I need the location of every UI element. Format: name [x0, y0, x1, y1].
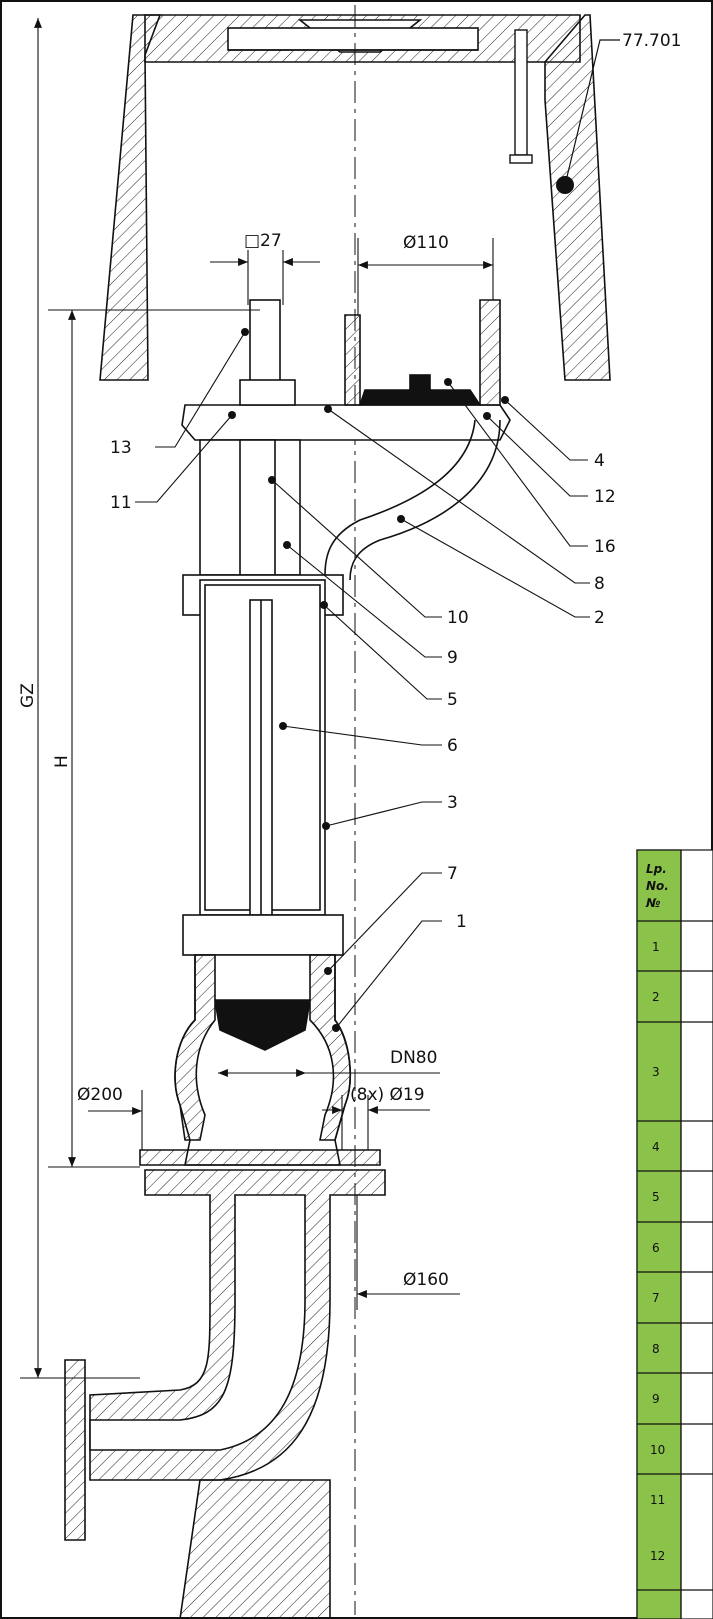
- parts-table: Lp. No. № 1 2 3 4 5 6 7 8 9 10 11 12: [636, 849, 713, 1619]
- dim-gz: GZ: [18, 683, 38, 708]
- dim-h: H: [52, 755, 72, 768]
- lid-bolt: [509, 29, 533, 164]
- table-header-no: No.: [646, 879, 669, 893]
- callout-11: 11: [110, 493, 132, 513]
- table-row-number: 6: [652, 1241, 660, 1255]
- dim-nominal: DN80: [390, 1048, 437, 1068]
- table-row-number: 7: [652, 1291, 660, 1305]
- callout-5: 5: [447, 690, 458, 710]
- valve-body: [139, 954, 381, 1166]
- callout-13: 13: [110, 438, 132, 458]
- callout-10: 10: [447, 608, 469, 628]
- callout-8: 8: [594, 574, 605, 594]
- table-row-number: 11: [650, 1493, 665, 1507]
- street-box-housing: [99, 14, 611, 381]
- table-header-num: №: [645, 896, 660, 910]
- dim-dia-top: Ø110: [403, 233, 449, 253]
- ref-leader: [564, 39, 620, 186]
- callout-leaders: [135, 331, 590, 1029]
- callout-16: 16: [594, 537, 616, 557]
- table-row-number: 9: [652, 1392, 660, 1406]
- callout-2: 2: [594, 608, 605, 628]
- table-row-number: 8: [652, 1342, 660, 1356]
- hydrant-head: [181, 299, 511, 581]
- ref-number: 77.701: [622, 31, 681, 51]
- dim-square: □27: [244, 231, 282, 251]
- table-row-number: 1: [652, 940, 660, 954]
- callout-7: 7: [447, 864, 458, 884]
- callout-6: 6: [447, 736, 458, 756]
- dim-dia-flange: Ø160: [403, 1270, 449, 1290]
- table-row-number: 12: [650, 1549, 665, 1563]
- callout-12: 12: [594, 487, 616, 507]
- dimension-lines: [20, 18, 494, 1379]
- callout-1: 1: [456, 912, 467, 932]
- table-header-lp: Lp.: [646, 862, 667, 876]
- main-column: [182, 579, 344, 956]
- table-row-number: 3: [652, 1065, 660, 1079]
- table-row-number: 4: [652, 1140, 660, 1154]
- dim-bolts: (8x) Ø19: [350, 1085, 425, 1105]
- table-row-number: 10: [650, 1443, 665, 1457]
- table-row-number: 5: [652, 1190, 660, 1204]
- dim-dia-left: Ø200: [77, 1085, 123, 1105]
- callout-4: 4: [594, 451, 605, 471]
- callout-9: 9: [447, 648, 458, 668]
- duckfoot-bend: [64, 1169, 386, 1619]
- table-row-number: 2: [652, 990, 660, 1004]
- parts-table-index-column: [636, 849, 682, 1619]
- callout-3: 3: [447, 793, 458, 813]
